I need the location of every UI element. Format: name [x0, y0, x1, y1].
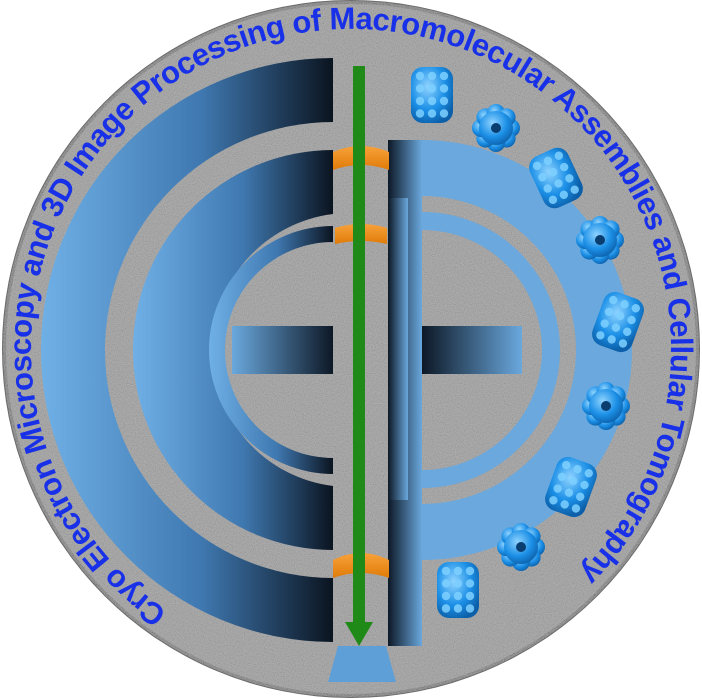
molecule-barrel-icon — [592, 291, 644, 353]
molecule-column — [411, 67, 644, 618]
funnel-base — [328, 646, 396, 682]
molecule-ring-icon — [582, 382, 630, 430]
molecule-ring-icon — [497, 523, 545, 571]
molecule-barrel-icon — [437, 562, 479, 618]
green-arrow — [345, 66, 373, 646]
left-c-shape — [41, 58, 333, 642]
molecule-barrel-icon — [529, 147, 583, 209]
molecule-ring-icon — [472, 104, 520, 152]
molecule-barrel-icon — [545, 456, 597, 518]
molecule-barrel-icon — [411, 67, 453, 123]
molecule-ring-icon — [576, 216, 624, 264]
